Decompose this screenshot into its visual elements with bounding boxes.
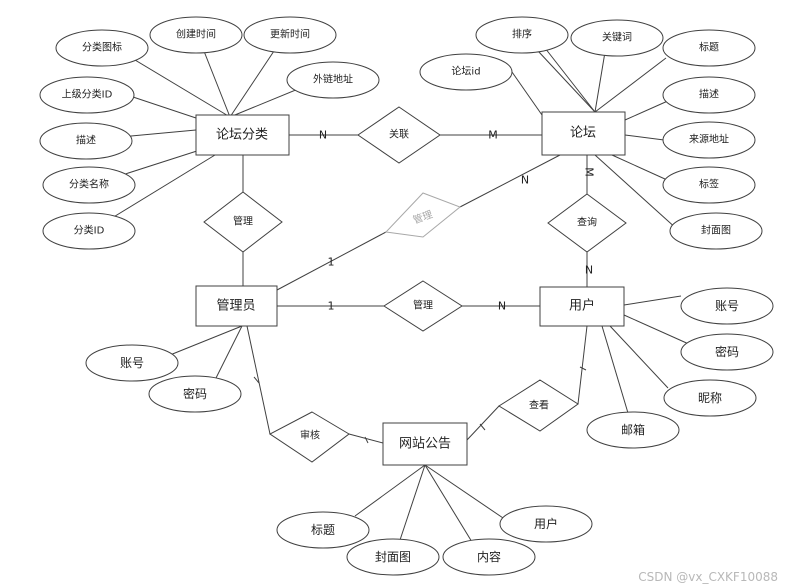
attribute-label: 邮箱	[621, 422, 645, 437]
attribute-label: 来源地址	[689, 133, 729, 146]
attribute-ellipse	[148, 375, 242, 413]
attribute-ellipse	[149, 16, 243, 54]
attribute-label: 关键词	[602, 31, 632, 44]
relationship-diamond	[384, 192, 461, 238]
entity-label-forum: 论坛	[570, 126, 596, 141]
attribute-ellipse	[662, 121, 756, 159]
cardinality-ticks	[253, 366, 587, 444]
relationship-label-assoc: 关联	[389, 128, 409, 141]
attribute-ellipse	[243, 16, 337, 54]
attribute-label: 外链地址	[313, 73, 353, 86]
connector-lines	[87, 35, 692, 547]
attribute-label: 内容	[477, 549, 501, 564]
attribute-ellipse	[663, 379, 757, 417]
attribute-label: 用户	[534, 516, 558, 531]
attribute-ellipse	[39, 122, 133, 160]
entity-label-forum-category: 论坛分类	[216, 128, 268, 143]
attribute-label: 标题	[311, 523, 335, 537]
entity-box	[539, 286, 625, 327]
attribute-label: 分类ID	[74, 224, 105, 237]
attribute-ellipse	[419, 53, 513, 91]
attribute-label: 描述	[76, 134, 96, 147]
relationship-label-query: 查询	[577, 216, 597, 229]
entity-box	[382, 422, 468, 466]
attribute-label: 封面图	[701, 224, 731, 237]
attribute-ellipse	[442, 538, 536, 576]
relationship-label-manage-user: 管理	[413, 299, 433, 312]
entity-label-notice: 网站公告	[399, 437, 451, 452]
relationship-diamond	[547, 193, 627, 253]
attribute-shapes	[39, 16, 774, 576]
attribute-label: 排序	[512, 28, 532, 41]
cardinality-label: N	[585, 264, 593, 277]
entity-box	[541, 111, 626, 156]
attribute-label: 更新时间	[270, 28, 310, 41]
attribute-label: 论坛id	[451, 65, 480, 78]
attribute-ellipse	[499, 505, 593, 543]
relationship-diamond	[269, 411, 350, 463]
attribute-ellipse	[85, 344, 179, 382]
cardinality-label: 1	[328, 300, 335, 313]
relationship-diamond	[357, 106, 441, 164]
entity-shapes	[195, 111, 626, 466]
attribute-ellipse	[39, 76, 135, 114]
attribute-label: 分类名称	[69, 178, 109, 191]
attribute-label: 账号	[120, 356, 144, 370]
relationship-diamond	[498, 379, 579, 432]
relationship-label-view: 查看	[529, 399, 549, 412]
attribute-ellipse	[662, 29, 756, 67]
entity-label-user: 用户	[569, 298, 595, 314]
attribute-label: 创建时间	[176, 28, 216, 41]
attribute-label: 标签	[699, 178, 719, 191]
relationship-diamond	[383, 280, 463, 332]
cardinality-label: N	[319, 129, 327, 142]
attribute-ellipse	[475, 16, 569, 54]
attribute-label: 封面图	[375, 550, 411, 564]
attribute-label: 标题	[699, 42, 719, 54]
attribute-ellipse	[42, 166, 136, 204]
cardinality-label: 1	[328, 256, 335, 269]
cardinality-label: M	[583, 167, 596, 177]
attribute-label: 密码	[715, 344, 739, 359]
cardinality-label: N	[498, 300, 506, 313]
relationship-label-manage-category: 管理	[233, 215, 253, 228]
attribute-label: 分类图标	[82, 41, 122, 54]
cardinality-label: M	[488, 129, 498, 142]
attribute-ellipse	[680, 333, 774, 371]
attribute-ellipse	[680, 287, 774, 325]
attribute-ellipse	[42, 212, 136, 250]
attribute-label: 描述	[699, 88, 719, 101]
entity-box	[195, 114, 290, 156]
attribute-label: 昵称	[698, 391, 722, 405]
attribute-ellipse	[346, 538, 440, 576]
attribute-label: 密码	[183, 386, 207, 401]
attribute-ellipse	[286, 61, 380, 99]
attribute-label: 账号	[715, 299, 739, 313]
relationship-shapes	[203, 106, 627, 463]
attribute-ellipse	[55, 29, 149, 67]
attribute-ellipse	[570, 19, 664, 57]
attribute-ellipse	[669, 212, 763, 250]
attribute-ellipse	[662, 76, 756, 114]
relationship-label-review: 审核	[300, 429, 320, 442]
attribute-ellipse	[662, 166, 756, 204]
watermark-text: CSDN @vx_CXKF10088	[638, 570, 778, 584]
entity-box	[195, 285, 278, 327]
entity-label-admin: 管理员	[216, 299, 255, 314]
attribute-label: 上级分类ID	[62, 88, 113, 101]
attribute-ellipse	[276, 511, 370, 549]
cardinality-label: N	[521, 174, 529, 187]
relationship-diamond	[203, 191, 283, 253]
attribute-ellipse	[586, 411, 680, 449]
